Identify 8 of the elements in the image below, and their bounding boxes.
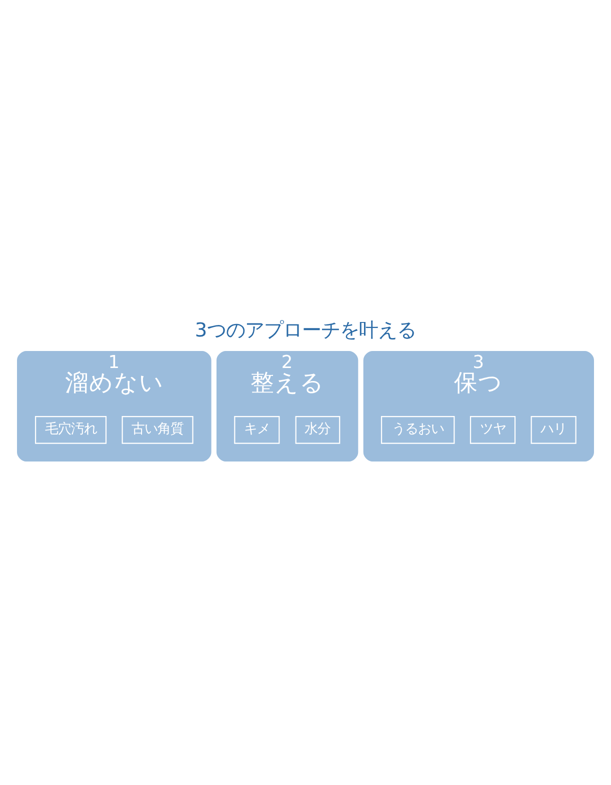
diagram-title: 3つのアプローチを叶える — [194, 318, 416, 342]
node-box: キメ — [234, 416, 280, 444]
node-box: ハリ — [530, 416, 576, 444]
node-box: 毛穴汚れ — [35, 416, 107, 444]
node-box: ツヤ — [470, 416, 516, 444]
node-box: 水分 — [295, 416, 340, 444]
node-box: 古い角質 — [122, 416, 194, 444]
node-box: うるおい — [380, 416, 455, 444]
